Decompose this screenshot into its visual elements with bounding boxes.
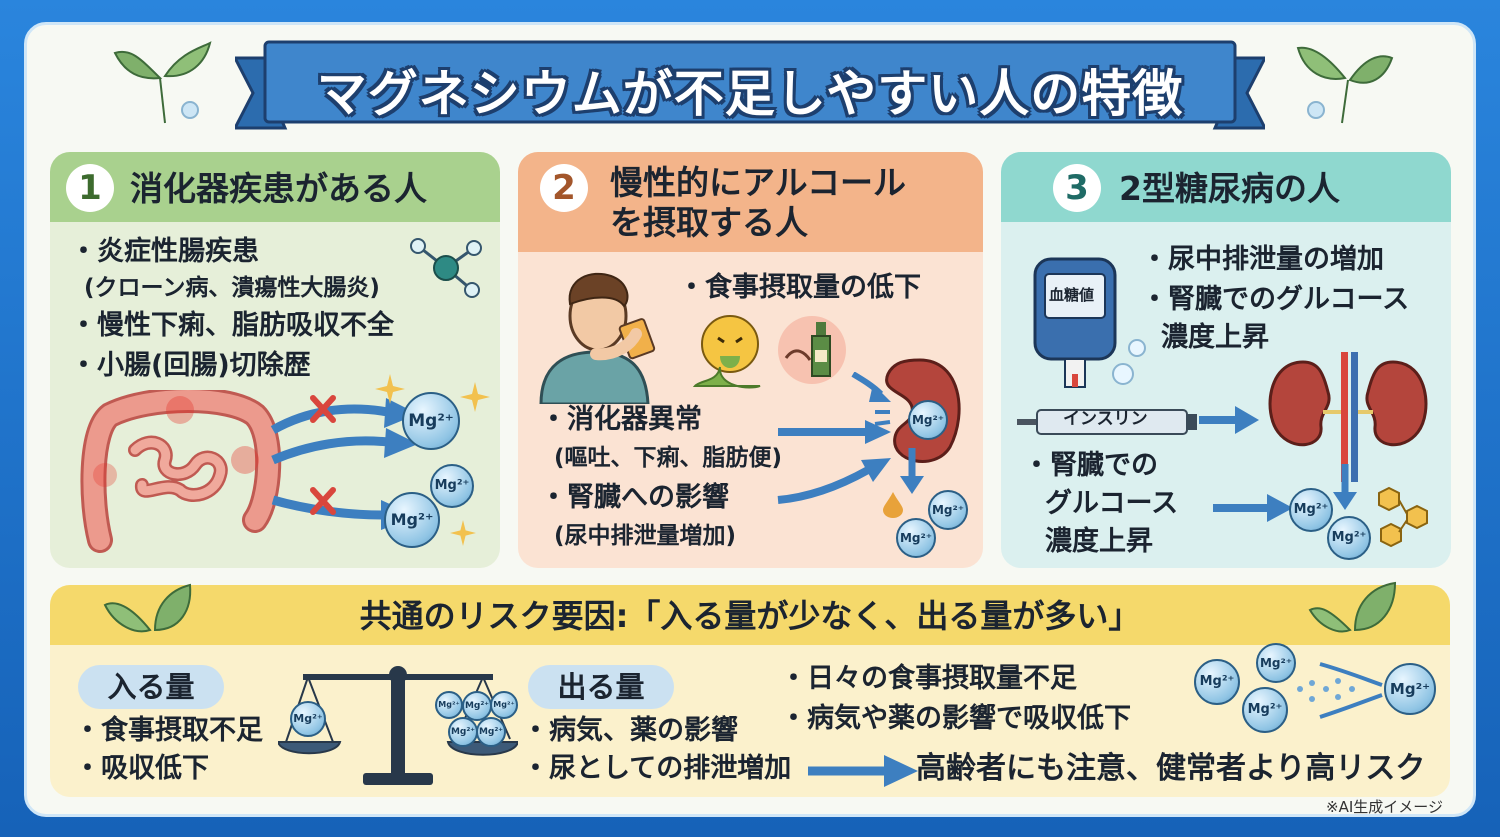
magnesium-ion: Mg²⁺ bbox=[290, 701, 326, 737]
card-item: ・腎臓でのグルコース bbox=[1141, 284, 1410, 315]
bubble-icon bbox=[1112, 339, 1146, 385]
bottle-icon bbox=[778, 316, 846, 384]
drinking-person-icon bbox=[539, 272, 656, 404]
output-label: 出る量 bbox=[528, 665, 674, 709]
droplet-icon bbox=[883, 492, 903, 518]
magnesium-ion: Mg²⁺ bbox=[896, 518, 936, 558]
leaf-icon bbox=[1308, 581, 1397, 633]
card-item: ・腎臓への影響 bbox=[540, 482, 729, 513]
leaf-icon bbox=[103, 583, 192, 633]
arrow-down-icon bbox=[900, 448, 924, 494]
magnesium-ion: Mg²⁺ bbox=[476, 717, 506, 747]
leaf-icon bbox=[113, 41, 212, 124]
card-heading: を摂取する人 bbox=[610, 203, 808, 242]
sparkle-icon bbox=[375, 374, 405, 404]
magnesium-ion: Mg²⁺ bbox=[384, 492, 440, 548]
intake-item: ・食事摂取不足 bbox=[74, 715, 263, 746]
card-digestive: 1 消化器疾患がある人 ・炎症性腸疾患 (クローン病、潰瘍性大腸炎) ・慢性下痢… bbox=[50, 152, 500, 568]
card-number: 1 bbox=[66, 164, 114, 212]
syringe-label: インスリン bbox=[1063, 409, 1148, 429]
magnesium-ion: Mg²⁺ bbox=[435, 691, 463, 719]
ribbon-shape bbox=[235, 40, 1265, 130]
card-item-note: (嘔吐、下痢、脂肪便) bbox=[554, 445, 783, 471]
flow-dots-icon bbox=[1297, 662, 1383, 719]
card-item: ・慢性下痢、脂肪吸収不全 bbox=[70, 310, 394, 341]
card-item: ・尿中排泄量の増加 bbox=[1141, 244, 1384, 275]
magnesium-ion: Mg²⁺ bbox=[430, 464, 474, 508]
magnesium-ion: Mg²⁺ bbox=[1327, 516, 1371, 560]
intake-label: 入る量 bbox=[78, 665, 224, 709]
magnesium-ion: Mg²⁺ bbox=[1194, 659, 1240, 705]
card-item: 濃度上昇 bbox=[1045, 526, 1153, 557]
card-alcohol: 2 慢性的にアルコール を摂取する人 ・食事摂取量の低下 Mg²⁺ Mg²⁺ M… bbox=[518, 152, 983, 568]
arrow-icon bbox=[1213, 494, 1293, 522]
card-item: ・小腸(回腸)切除歴 bbox=[70, 350, 311, 381]
sparkle-icon bbox=[460, 382, 490, 412]
card-item: ・食事摂取量の低下 bbox=[678, 272, 921, 303]
intestine-icon bbox=[80, 390, 282, 553]
meter-label: 血糖値 bbox=[1049, 286, 1095, 304]
magnesium-ion: Mg²⁺ bbox=[1242, 687, 1288, 733]
output-item: ・病気、薬の影響 bbox=[522, 715, 738, 746]
card-item-note: (クローン病、潰瘍性大腸炎) bbox=[84, 275, 380, 301]
magnesium-ion: Mg²⁺ bbox=[1289, 488, 1333, 532]
card-item: ・腎臓での bbox=[1023, 450, 1158, 481]
arrow-icon bbox=[808, 755, 918, 787]
sparkle-icon bbox=[450, 520, 476, 546]
card-header bbox=[50, 152, 500, 222]
card-header bbox=[518, 152, 983, 252]
magnesium-ion: Mg²⁺ bbox=[908, 400, 948, 440]
card-item: ・炎症性腸疾患 bbox=[70, 236, 259, 267]
risk-point: ・日々の食事摂取量不足 bbox=[780, 663, 1077, 694]
magnesium-ion: Mg²⁺ bbox=[490, 691, 518, 719]
card-heading: 消化器疾患がある人 bbox=[130, 169, 427, 208]
intake-item: ・吸収低下 bbox=[74, 753, 209, 784]
card-item: ・消化器異常 bbox=[540, 404, 702, 435]
magnesium-ion: Mg²⁺ bbox=[928, 490, 968, 530]
card-number: 2 bbox=[540, 164, 588, 212]
risk-point: ・病気や薬の影響で吸収低下 bbox=[780, 703, 1131, 734]
molecule-icon bbox=[410, 238, 482, 298]
common-header bbox=[50, 585, 1450, 645]
card-item: グルコース bbox=[1045, 488, 1179, 519]
card-number: 3 bbox=[1053, 164, 1101, 212]
card-heading: 2型糖尿病の人 bbox=[1119, 169, 1340, 208]
common-risk-panel: 共通のリスク要因:「入る量が少なく、出る量が多い」 入る量 ・食事摂取不足 ・吸… bbox=[50, 585, 1450, 797]
card-diabetes: 3 2型糖尿病の人 血糖値 ・尿中排泄量の増加 ・腎臓でのグルコース 濃度上昇 … bbox=[1001, 152, 1451, 568]
glucose-meter-icon bbox=[1033, 257, 1117, 388]
footnote: ※AI生成イメージ bbox=[1326, 798, 1443, 816]
card-heading: 慢性的にアルコール bbox=[610, 163, 907, 202]
output-item: ・尿としての排泄増加 bbox=[522, 753, 792, 784]
magnesium-ion: Mg²⁺ bbox=[402, 392, 460, 450]
glucose-molecule-icon bbox=[1378, 486, 1428, 548]
magnesium-ion: Mg²⁺ bbox=[448, 717, 478, 747]
syringe-icon bbox=[1017, 409, 1197, 435]
common-heading: 共通のリスク要因:「入る量が少なく、出る量が多い」 bbox=[359, 597, 1141, 635]
kidneys-icon bbox=[1268, 352, 1428, 482]
conclusion-text: 高齢者にも注意、健常者より高リスク bbox=[916, 751, 1426, 786]
card-item: 濃度上昇 bbox=[1161, 322, 1269, 353]
arrow-icon bbox=[1199, 406, 1259, 434]
magnesium-ion: Mg²⁺ bbox=[462, 691, 492, 721]
magnesium-ion: Mg²⁺ bbox=[1384, 663, 1436, 715]
arrow-icon bbox=[777, 372, 891, 504]
arrow-down-icon bbox=[1333, 464, 1357, 510]
arrow-icon bbox=[270, 395, 418, 530]
page-title: マグネシウムが不足しやすい人の特徴 bbox=[316, 65, 1184, 123]
sick-face-icon bbox=[692, 315, 761, 389]
leaf-icon bbox=[1296, 46, 1394, 124]
magnesium-ion: Mg²⁺ bbox=[1256, 643, 1296, 683]
title-banner: マグネシウムが不足しやすい人の特徴 bbox=[235, 38, 1265, 130]
card-item-note: (尿中排泄量増加) bbox=[554, 523, 737, 549]
